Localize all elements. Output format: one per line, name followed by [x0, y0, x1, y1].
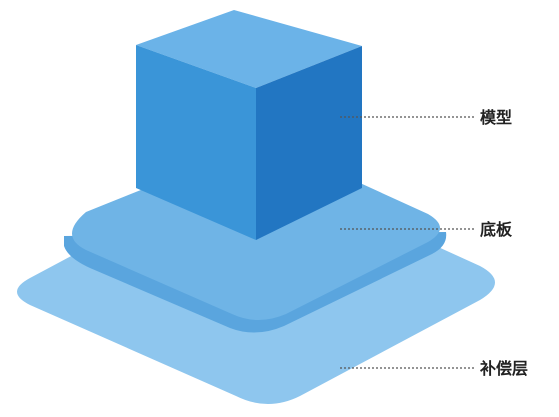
compensation-layer-label: 补偿层 — [479, 359, 528, 378]
cube-top-face — [136, 10, 362, 88]
cube-left-face — [136, 45, 256, 240]
model-label: 模型 — [480, 108, 512, 127]
base-plate-label: 底板 — [480, 220, 513, 239]
cube-right-face — [256, 46, 362, 240]
